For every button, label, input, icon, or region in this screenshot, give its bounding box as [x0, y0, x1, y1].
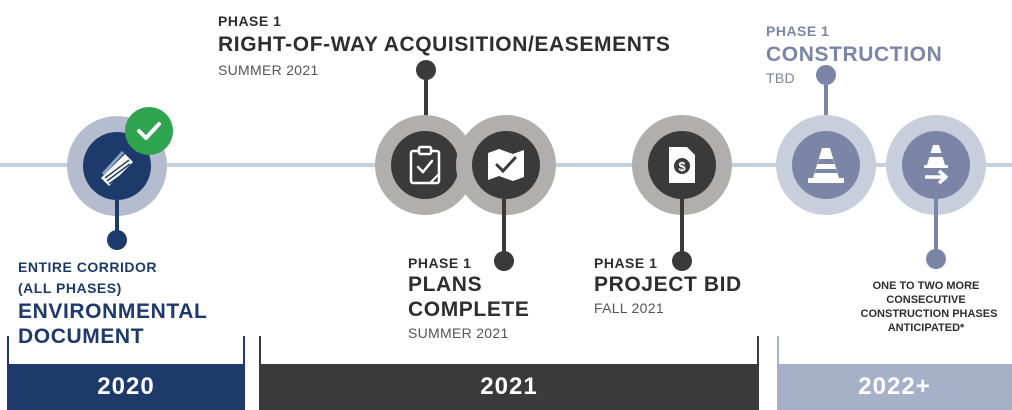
plans-title-line1: PLANS: [408, 273, 483, 296]
year-bar-2022: 2022+: [777, 364, 1012, 410]
environmental-label-line2: (ALL PHASES): [18, 280, 122, 296]
map-check-icon: [488, 149, 524, 181]
check-badge-icon: [125, 107, 173, 155]
year-bracket-2021: [259, 336, 759, 364]
year-bar-2020: 2020: [7, 364, 245, 410]
right-of-way-stem: [424, 72, 428, 128]
future-core: [902, 131, 970, 199]
year-bracket-2020: [7, 336, 245, 364]
document-stack-icon: [101, 150, 133, 186]
right-of-way-phase: PHASE 1: [218, 13, 282, 29]
cone-arrow-icon: [924, 145, 948, 185]
plans-date: SUMMER 2021: [408, 325, 509, 341]
plans-phase: PHASE 1: [408, 255, 472, 271]
future-line4: ANTICIPATED*: [887, 322, 965, 334]
svg-text:$: $: [678, 159, 686, 174]
bid-dot: [672, 251, 692, 271]
environmental-title-line1: ENVIRONMENTAL: [18, 300, 208, 323]
construction-phase: PHASE 1: [766, 23, 830, 39]
plans-dot: [494, 251, 514, 271]
environmental-title-line2: DOCUMENT: [18, 325, 145, 348]
environmental-label-line1: ENTIRE CORRIDOR: [18, 259, 157, 275]
year-bracket-2022: [777, 336, 1012, 364]
bid-date: FALL 2021: [594, 300, 664, 316]
bid-stem: [680, 199, 684, 255]
bid-title: PROJECT BID: [594, 273, 742, 296]
traffic-cone-icon: [808, 148, 844, 183]
plans-stem: [502, 199, 506, 255]
plans-title-line2: COMPLETE: [408, 298, 530, 321]
bid-core: $: [648, 131, 716, 199]
right-of-way-title: RIGHT-OF-WAY ACQUISITION/EASEMENTS: [218, 33, 671, 56]
construction-title: CONSTRUCTION: [766, 43, 943, 66]
future-line3: CONSTRUCTION PHASES: [860, 308, 998, 320]
bid-phase: PHASE 1: [594, 255, 658, 271]
future-line2: CONSECUTIVE: [886, 294, 966, 306]
dollar-document-icon: $: [669, 147, 695, 183]
future-line1: ONE TO TWO MORE: [872, 280, 980, 292]
future-dot: [926, 249, 946, 269]
clipboard-check-icon: [409, 145, 441, 185]
year-bar-2021: 2021: [259, 364, 759, 410]
construction-core: [792, 131, 860, 199]
right-of-way-dot: [416, 60, 436, 80]
plans-core: [472, 131, 540, 199]
environmental-dot: [107, 230, 127, 250]
environmental-stem: [115, 200, 119, 236]
future-stem: [934, 199, 938, 255]
right-of-way-core: [391, 131, 459, 199]
construction-date: TBD: [766, 70, 795, 86]
construction-stem: [824, 77, 828, 127]
construction-dot: [816, 65, 836, 85]
right-of-way-date: SUMMER 2021: [218, 62, 319, 78]
